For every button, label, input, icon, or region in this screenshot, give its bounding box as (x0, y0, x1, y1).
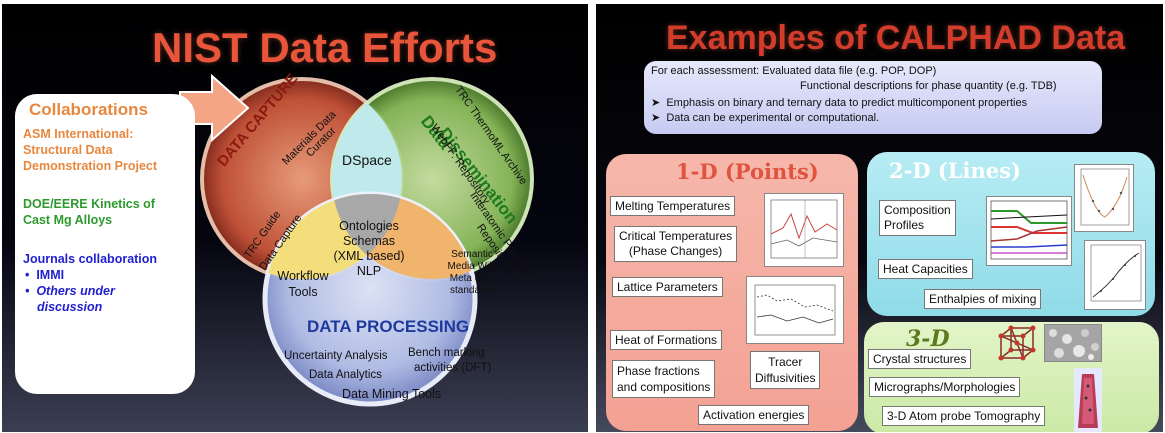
item-enthalpies: Enthalpies of mixing (924, 289, 1042, 309)
item-atom-probe: 3-D Atom probe Tomography (882, 406, 1046, 426)
processing-item: activities (DFT) (414, 362, 492, 374)
bullet-others: • Others under (25, 284, 115, 298)
bullet-imMI: • IMMI (25, 268, 65, 282)
micrograph-graphic (1045, 325, 1101, 361)
item-micrographs: Micrographs/Morphologies (869, 377, 1021, 397)
heat-capacity-plot-image (1084, 240, 1146, 310)
bullet-arrow-icon: ➤ (651, 97, 661, 109)
dspace-label: DSpace (342, 152, 392, 168)
intro-bullet: ➤ Data can be experimental or computatio… (651, 111, 879, 125)
composition-profile-graphic (990, 200, 1068, 260)
melting-plot-graphic (770, 199, 838, 259)
item-line: Profiles (884, 218, 925, 232)
slide-title: Examples of CALPHAD Data (666, 19, 1126, 57)
micrograph-image (1044, 324, 1102, 362)
semantic-line: standards (450, 285, 494, 296)
item-line: Diffusivities (755, 371, 816, 385)
doe-collaboration: DOE/EERE Kinetics of Cast Mg Alloys (23, 196, 155, 228)
asm-line: Structural Data (23, 143, 113, 157)
workflow-line: Tools (288, 285, 318, 299)
intro-bullet: ➤ Emphasis on binary and ternary data to… (651, 96, 1027, 110)
processing-item: Bench marking (408, 347, 485, 359)
item-melting: Melting Temperatures (610, 196, 736, 216)
item-line: Critical Temperatures (619, 229, 733, 243)
three-d-title: 3-D (906, 326, 950, 352)
item-line: and compositions (617, 380, 711, 394)
workflow-line: Workflow (277, 269, 329, 283)
intro-line: For each assessment: Evaluated data file… (651, 65, 937, 77)
bullet-arrow-icon: ➤ (651, 112, 661, 124)
asm-line: Demonstration Project (23, 159, 158, 173)
atom-probe-image (1074, 368, 1102, 432)
processing-item: Data Analytics (309, 369, 382, 381)
slide-title: NIST Data Efforts (152, 24, 498, 71)
slide-nist-data-efforts: NIST Data Efforts (2, 4, 588, 432)
heat-capacity-plot-graphic (1090, 244, 1142, 302)
crystal-structure-icon (995, 324, 1039, 364)
bullet-text-cont: discussion (37, 300, 103, 314)
doe-line: Cast Mg Alloys (23, 213, 113, 227)
intro-bullet-text: Emphasis on binary and ternary data to p… (666, 97, 1028, 109)
semantic-line: Media Wiki (447, 261, 497, 272)
lattice-plot-image (746, 276, 844, 344)
item-tracer: Tracer Diffusivities (750, 351, 821, 389)
asm-line: ASM International: (23, 127, 134, 141)
journals-collaboration: Journals collaboration • IMMI • Others u… (23, 251, 157, 315)
item-heat-formation: Heat of Formations (610, 330, 723, 350)
item-line: (Phase Changes) (628, 244, 723, 258)
workflow-tools: Workflow Tools (273, 268, 333, 300)
journals-line: Journals collaboration (23, 252, 158, 266)
item-phase-fractions: Phase fractions and compositions (612, 360, 716, 398)
item-crystal: Crystal structures (868, 349, 972, 369)
intro-bullet-text: Data can be experimental or computationa… (666, 112, 880, 124)
semantic-line: Semantic (451, 249, 493, 260)
center-line: Schemas (342, 234, 396, 248)
intro-box: For each assessment: Evaluated data file… (644, 61, 1102, 134)
item-composition: Composition Profiles (879, 200, 956, 236)
item-line: Tracer (768, 355, 803, 369)
item-critical: Critical Temperatures (Phase Changes) (614, 226, 738, 262)
composition-profile-image (986, 196, 1072, 266)
enthalpy-plot-image (1074, 164, 1134, 232)
center-line: Ontologies (339, 219, 399, 233)
processing-item: Data Mining Tools (342, 387, 442, 401)
center-line: NLP (356, 264, 382, 278)
asm-collaboration: ASM International: Structural Data Demon… (23, 126, 157, 174)
bullet-text: Others under (36, 284, 115, 298)
intro-line: Functional descriptions for phase quanti… (800, 80, 1057, 92)
bullet-text: IMMI (36, 268, 65, 282)
melting-plot-image (764, 193, 844, 267)
slide-calphad-examples: Examples of CALPHAD Data For each assess… (596, 4, 1163, 432)
crystal-structure-graphic (998, 325, 1036, 361)
enthalpy-plot-graphic (1080, 168, 1130, 226)
collaborations-box: Collaborations ASM International: Struct… (15, 94, 195, 394)
processing-item: Uncertainty Analysis (284, 350, 388, 362)
item-activation: Activation energies (698, 405, 810, 425)
semantic-line: Meta data (449, 273, 495, 284)
collaborations-heading: Collaborations (29, 100, 149, 119)
doe-line: DOE/EERE Kinetics of (23, 197, 155, 211)
center-overlap: Ontologies Schemas (XML based) NLP (329, 219, 409, 279)
semantic-wiki: Semantic Media Wiki Meta data standards (437, 249, 507, 297)
item-heat-capacities: Heat Capacities (878, 259, 973, 279)
lattice-plot-graphic (754, 284, 836, 336)
data-processing-title: DATA PROCESSING (307, 317, 470, 336)
center-line: (XML based) (333, 249, 405, 263)
item-line: Phase fractions (617, 364, 700, 378)
two-d-title: 2-D (Lines) (889, 158, 1021, 183)
item-line: Composition (884, 203, 951, 217)
venn-diagram (179, 73, 534, 407)
item-lattice: Lattice Parameters (612, 277, 723, 297)
one-d-title: 1-D (Points) (676, 159, 819, 184)
atom-probe-graphic (1074, 368, 1102, 432)
